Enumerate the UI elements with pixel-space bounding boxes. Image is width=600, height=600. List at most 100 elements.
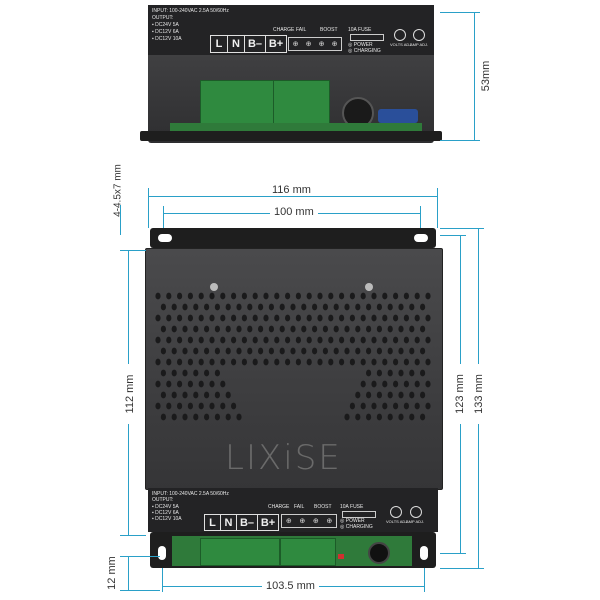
vent-hole (360, 402, 366, 410)
vent-hole (204, 391, 210, 399)
vent-hole (301, 303, 307, 311)
vent-hole (425, 402, 431, 410)
vent-hole (376, 325, 382, 333)
top-capacitors-icon (378, 109, 418, 123)
vent-hole (382, 292, 388, 300)
dim-tick-116-left (148, 188, 149, 228)
top-spec-header: INPUT: 100-240VAC 2.5A 50/60Hz (152, 8, 229, 14)
front-output-label: OUTPUT: (152, 497, 174, 503)
vent-hole (366, 369, 372, 377)
vent-hole (193, 391, 199, 399)
led-red-icon (338, 554, 344, 559)
vent-hole (425, 358, 431, 366)
vent-hole (225, 413, 231, 421)
vent-hole (247, 303, 253, 311)
vent-hole (225, 325, 231, 333)
vent-hole (198, 314, 204, 322)
vent-hole (344, 325, 350, 333)
vent-hole (187, 292, 193, 300)
vent-hole (258, 303, 264, 311)
mounting-hole-icon (420, 546, 428, 560)
vent-hole (177, 380, 183, 388)
vent-hole (274, 358, 280, 366)
vent-hole (387, 413, 393, 421)
vent-hole (193, 325, 199, 333)
vent-hole (241, 292, 247, 300)
top-fuse-icon (350, 34, 384, 41)
vent-hole (285, 292, 291, 300)
vent-hole (312, 325, 318, 333)
vent-hole (177, 358, 183, 366)
front-relay-boost: BOOST (314, 504, 332, 510)
vent-hole (214, 347, 220, 355)
vent-hole (214, 413, 220, 421)
top-status-charging: ◎ CHARGING (348, 48, 381, 54)
vent-hole (387, 303, 393, 311)
top-view-label-panel: INPUT: 100-240VAC 2.5A 50/60Hz OUTPUT: ▪… (148, 5, 434, 55)
vent-hole (182, 369, 188, 377)
vent-hole (177, 292, 183, 300)
vent-hole (355, 391, 361, 399)
vent-hole (403, 292, 409, 300)
vent-hole (187, 358, 193, 366)
screw-icon: ⊕ (299, 518, 306, 525)
screw-icon: ⊕ (326, 518, 333, 525)
top-status-power: ◎ POWER (348, 42, 373, 48)
vent-hole (403, 336, 409, 344)
vent-hole (306, 336, 312, 344)
vent-hole (403, 314, 409, 322)
vent-hole (214, 303, 220, 311)
vent-hole (231, 314, 237, 322)
mounting-hole-icon (158, 234, 172, 242)
top-volts-knob-icon (394, 29, 406, 41)
top-terminal-b-minus: B– (244, 35, 266, 53)
dim-line-hole (120, 205, 121, 235)
vent-hole (231, 336, 237, 344)
vent-hole (409, 391, 415, 399)
vent-hole (279, 325, 285, 333)
vent-hole (301, 347, 307, 355)
vent-hole (155, 336, 161, 344)
vent-hole (268, 325, 274, 333)
dim-tick-100-right (420, 206, 421, 236)
vent-hole (387, 391, 393, 399)
vent-hole (263, 336, 269, 344)
vent-hole (268, 347, 274, 355)
vent-hole (295, 336, 301, 344)
top-output-2: ▪ DC12V 6A (152, 29, 179, 35)
vent-hole (312, 347, 318, 355)
vent-hole (247, 325, 253, 333)
vent-hole (193, 369, 199, 377)
front-terminal-n: N (220, 514, 237, 531)
vent-hole (382, 336, 388, 344)
dim-label-100: 100 mm (270, 206, 318, 218)
vent-hole (322, 347, 328, 355)
vent-hole (414, 314, 420, 322)
top-output-3: ▪ DC12V 10A (152, 36, 182, 42)
vent-hole (339, 336, 345, 344)
front-amp-knob-icon (410, 506, 422, 518)
vent-hole (182, 347, 188, 355)
front-output-2: ▪ DC12V 6A (152, 510, 179, 516)
vent-hole (295, 292, 301, 300)
vent-hole (155, 358, 161, 366)
vent-hole (193, 303, 199, 311)
vent-hole (366, 347, 372, 355)
vent-hole (225, 347, 231, 355)
vent-hole (177, 314, 183, 322)
vent-hole (171, 369, 177, 377)
vent-hole (328, 358, 334, 366)
vent-hole (177, 336, 183, 344)
vent-hole (160, 325, 166, 333)
vent-hole (268, 303, 274, 311)
vent-hole (371, 336, 377, 344)
vent-hole (349, 336, 355, 344)
top-amp-adj: AMP ADJ. (410, 42, 429, 47)
vent-hole (204, 413, 210, 421)
top-fuse-label: 10A FUSE (348, 27, 372, 33)
vent-hole (193, 413, 199, 421)
vent-hole (160, 347, 166, 355)
vent-hole (193, 347, 199, 355)
dim-tick-12-bottom (120, 590, 160, 591)
vent-hole (409, 347, 415, 355)
